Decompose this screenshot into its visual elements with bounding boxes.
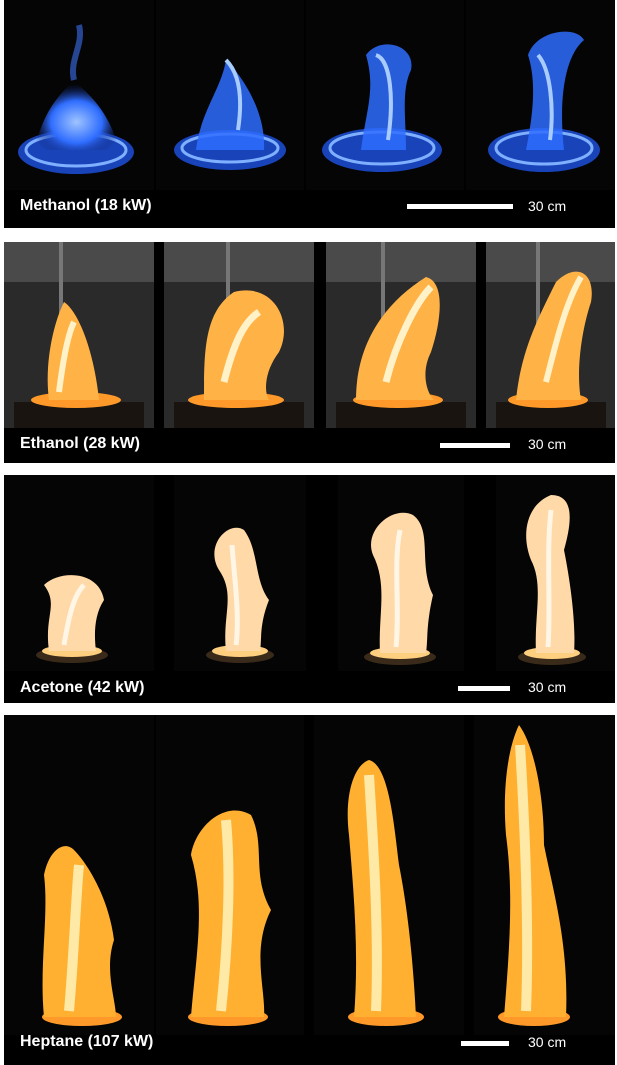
heptane-label: Heptane (107 kW) xyxy=(20,1033,154,1050)
ethanol-scale-label: 30 cm xyxy=(528,436,567,452)
methanol-scale-label: 30 cm xyxy=(528,198,567,214)
ethanol-frame-4 xyxy=(486,242,615,428)
methanol-scale-bar xyxy=(407,204,513,209)
heptane-scale-bar xyxy=(461,1041,509,1046)
methanol-label: Methanol (18 kW) xyxy=(20,197,152,214)
heptane-frame-1 xyxy=(4,715,154,1035)
acetone-frame-2 xyxy=(174,475,306,671)
ethanol-scale-bar xyxy=(440,443,510,448)
ethanol-frame-1 xyxy=(4,242,154,428)
ethanol-panel: Ethanol (28 kW) 30 cm xyxy=(4,242,615,463)
acetone-frame-3 xyxy=(338,475,464,671)
heptane-scale-label: 30 cm xyxy=(528,1034,567,1050)
heptane-panel: Heptane (107 kW) 30 cm xyxy=(4,715,615,1065)
acetone-frame-1 xyxy=(4,475,154,671)
ethanol-frame-3 xyxy=(326,242,476,428)
acetone-frame-4 xyxy=(496,475,615,671)
heptane-frame-4 xyxy=(474,715,615,1035)
methanol-frame-4 xyxy=(466,0,615,190)
ethanol-label: Ethanol (28 kW) xyxy=(20,435,141,452)
heptane-frame-3 xyxy=(314,715,464,1035)
acetone-label: Acetone (42 kW) xyxy=(20,679,145,696)
methanol-frame-2 xyxy=(156,0,304,190)
methanol-frame-3 xyxy=(306,0,464,190)
methanol-panel: Methanol (18 kW) 30 cm xyxy=(4,0,615,228)
ethanol-frame-2 xyxy=(164,242,314,428)
heptane-frame-2 xyxy=(156,715,304,1035)
acetone-panel: Acetone (42 kW) 30 cm xyxy=(4,475,615,703)
acetone-scale-bar xyxy=(458,686,510,691)
methanol-frame-1 xyxy=(4,0,154,190)
acetone-scale-label: 30 cm xyxy=(528,679,567,695)
